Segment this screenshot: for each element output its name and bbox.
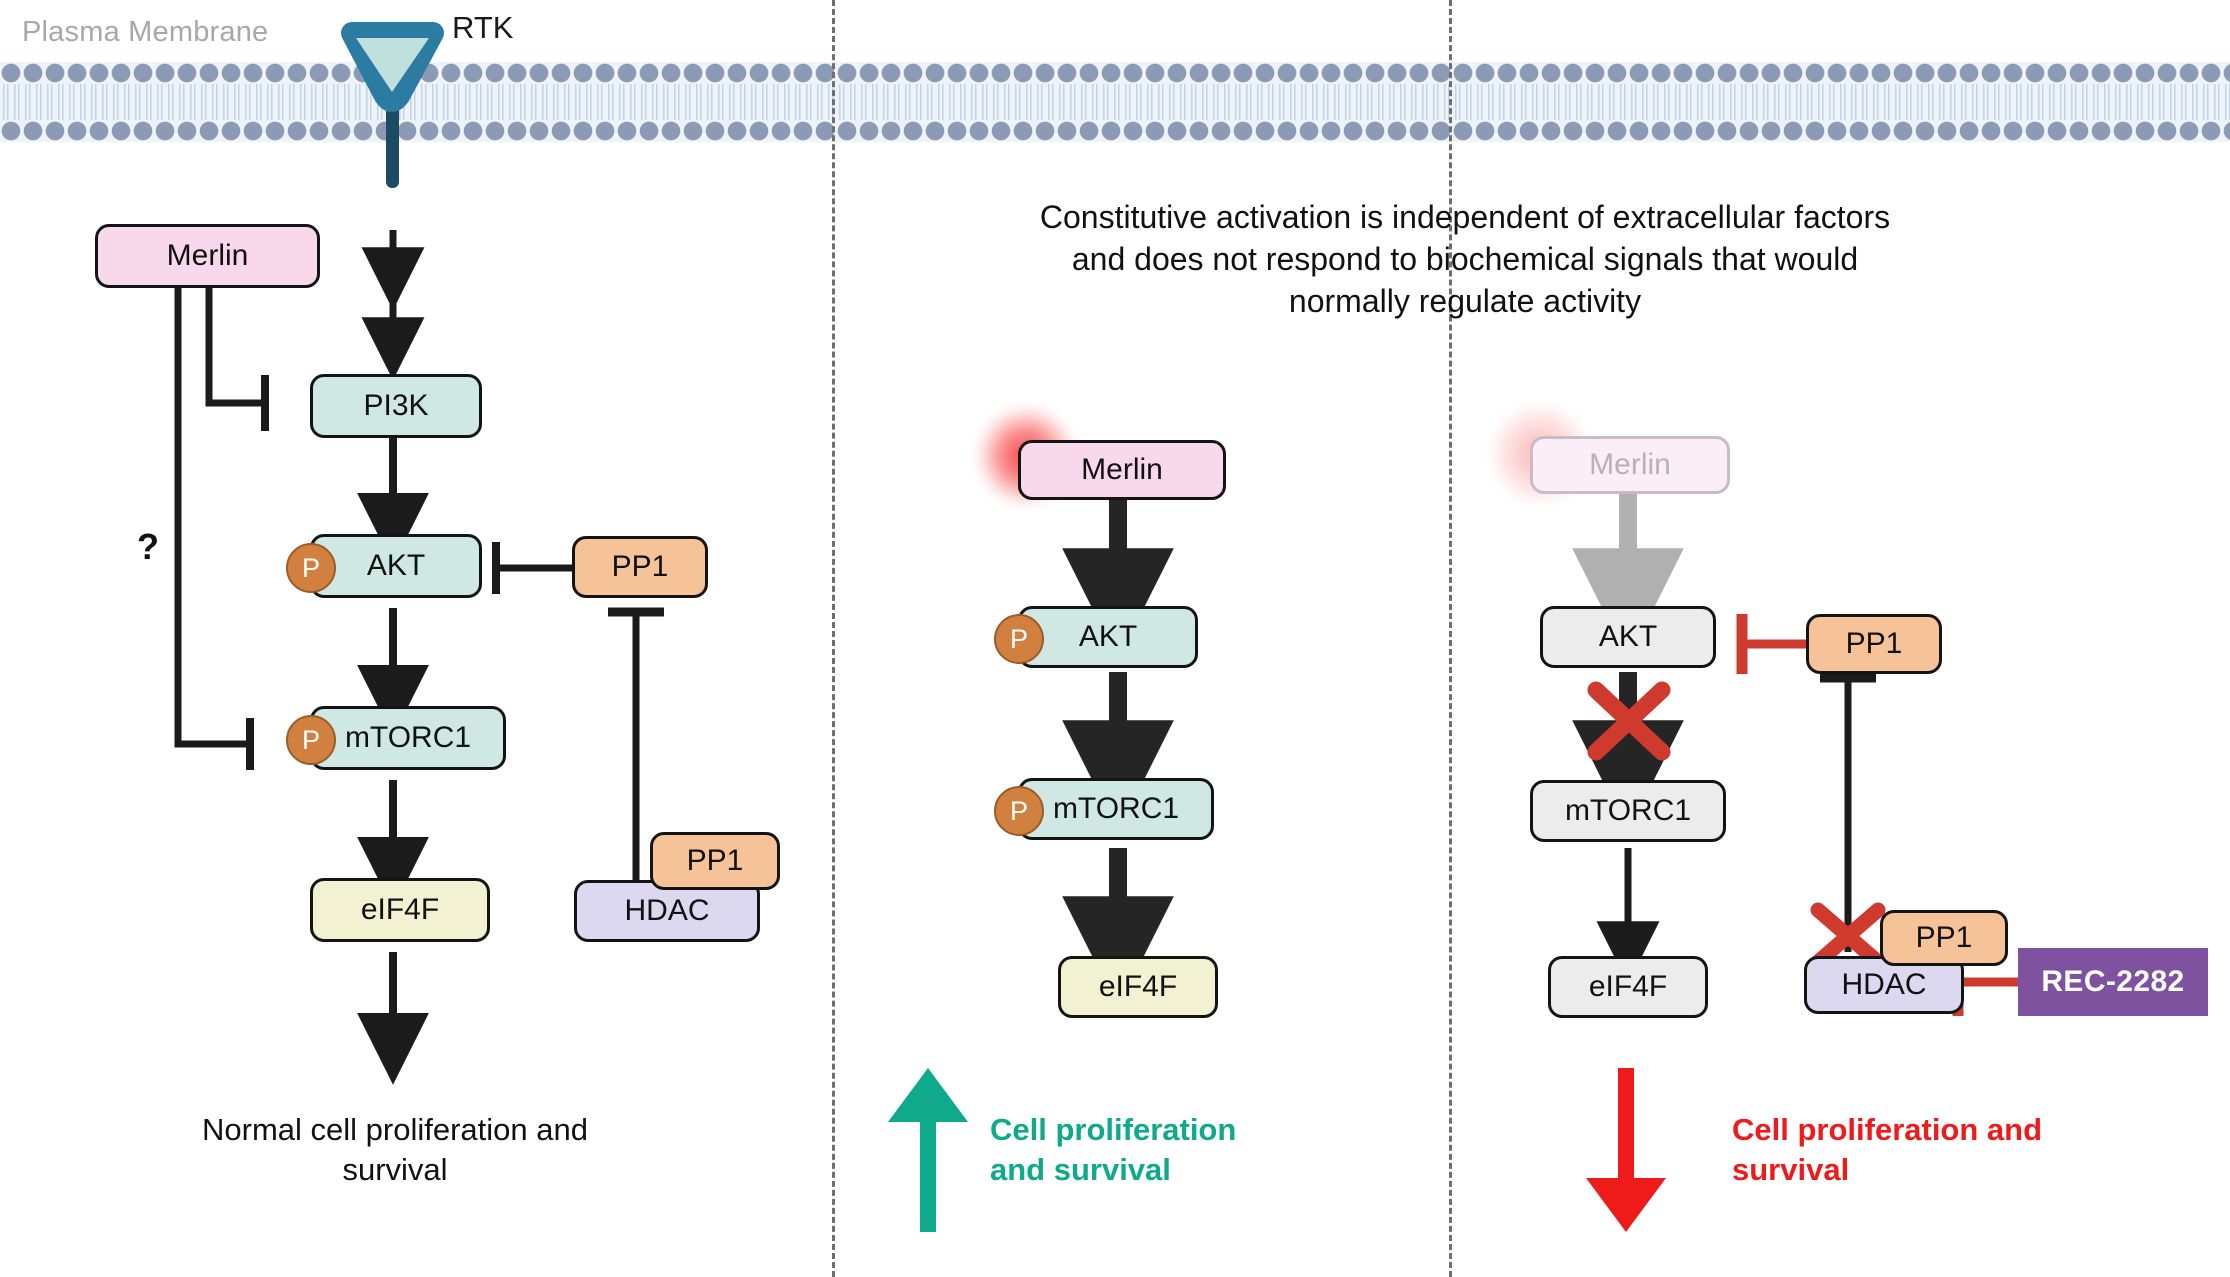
node-label: mTORC1 — [1052, 792, 1180, 825]
node-label: PP1 — [1915, 921, 1973, 954]
node-rec2282-drug[interactable]: REC-2282 — [2018, 948, 2208, 1016]
membrane-heads-lower — [0, 120, 2230, 142]
node-label: eIF4F — [360, 893, 440, 926]
node-label: PI3K — [363, 389, 429, 422]
phospho-label: P — [301, 552, 320, 583]
blocked-x-hdac-pp1 — [1810, 902, 1886, 970]
node-label: Merlin — [166, 239, 249, 272]
phospho-badge-mtorc1-activation: P — [994, 786, 1044, 836]
node-pp1-hdac-treated[interactable]: PP1 — [1880, 910, 2008, 966]
phospho-label: P — [1009, 795, 1028, 826]
plasma-membrane — [0, 62, 2230, 142]
membrane-heads-upper — [0, 62, 2230, 84]
node-label: PP1 — [1845, 627, 1903, 660]
node-label: Merlin — [1081, 453, 1163, 486]
membrane-tails-upper — [0, 84, 2230, 103]
panel-divider-1 — [832, 0, 835, 1277]
node-eif4f-normal[interactable]: eIF4F — [310, 878, 490, 942]
node-merlin-normal[interactable]: Merlin — [95, 224, 320, 288]
node-label: PP1 — [611, 550, 669, 583]
node-label: AKT — [1078, 620, 1138, 653]
outcome-text-activation: Cell proliferation and survival — [990, 1112, 1237, 1188]
node-label: REC-2282 — [2041, 965, 2185, 998]
node-akt-treated[interactable]: AKT — [1540, 606, 1716, 668]
outcome-text-treated: Cell proliferation and survival — [1732, 1112, 2043, 1188]
node-akt-activation[interactable]: AKT — [1018, 606, 1198, 668]
node-pi3k-normal[interactable]: PI3K — [310, 374, 482, 438]
node-merlin-treated[interactable]: Merlin — [1530, 436, 1730, 494]
membrane-tails-lower — [0, 101, 2230, 120]
rtk-label: RTK — [452, 10, 514, 45]
node-eif4f-treated[interactable]: eIF4F — [1548, 956, 1708, 1018]
phospho-badge-akt-activation: P — [994, 614, 1044, 664]
plasma-membrane-label: Plasma Membrane — [22, 16, 269, 48]
node-akt-normal[interactable]: AKT — [310, 534, 482, 598]
node-label: PP1 — [686, 844, 744, 877]
node-hdac-normal[interactable]: HDAC — [574, 880, 760, 942]
node-merlin-activation[interactable]: Merlin — [1018, 440, 1226, 500]
node-label: eIF4F — [1098, 970, 1178, 1003]
node-pp1-hdac-normal[interactable]: PP1 — [650, 832, 780, 890]
node-label: mTORC1 — [344, 721, 472, 754]
node-label: eIF4F — [1588, 970, 1668, 1003]
blocked-x-akt-mtorc1 — [1587, 681, 1671, 761]
node-label: AKT — [1598, 620, 1658, 653]
node-pp1-akt-normal[interactable]: PP1 — [572, 536, 708, 598]
node-label: AKT — [366, 549, 426, 582]
node-label: HDAC — [624, 894, 710, 927]
node-pp1-akt-treated[interactable]: PP1 — [1806, 614, 1942, 674]
outcome-text-normal: Normal cell proliferation and survival — [202, 1112, 588, 1187]
unknown-mechanism-marker: ? — [137, 526, 159, 567]
node-label: HDAC — [1841, 968, 1927, 1001]
headline-text: Constitutive activation is independent o… — [1039, 199, 1891, 320]
phospho-label: P — [301, 724, 320, 755]
phospho-badge-akt-normal: P — [286, 543, 336, 593]
node-eif4f-activation[interactable]: eIF4F — [1058, 956, 1218, 1018]
node-mtorc1-treated[interactable]: mTORC1 — [1530, 780, 1726, 842]
node-mtorc1-activation[interactable]: mTORC1 — [1018, 778, 1214, 840]
node-mtorc1-normal[interactable]: mTORC1 — [310, 706, 506, 770]
node-label: mTORC1 — [1564, 794, 1692, 827]
phospho-badge-mtorc1-normal: P — [286, 715, 336, 765]
node-label: Merlin — [1589, 448, 1671, 481]
phospho-label: P — [1009, 623, 1028, 654]
panel-divider-2 — [1449, 0, 1452, 1277]
